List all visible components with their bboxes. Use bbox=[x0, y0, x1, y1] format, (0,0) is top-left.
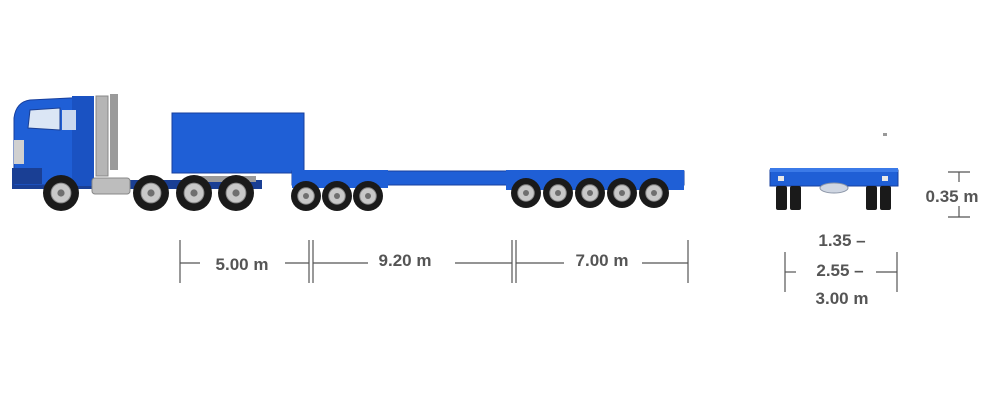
rear-wheel-right-inner bbox=[866, 186, 877, 210]
wheel-trailer-mid-3 bbox=[353, 181, 383, 211]
wheel-tractor-drive-2 bbox=[176, 175, 212, 211]
wheel-tractor-drive-3 bbox=[218, 175, 254, 211]
hub bbox=[523, 190, 529, 196]
hub bbox=[57, 189, 65, 197]
hub bbox=[365, 193, 371, 199]
rear-view: 0.35 m 1.35 – 2.55 – 3.00 m bbox=[769, 133, 979, 308]
width-label-line-3: 3.00 m bbox=[816, 289, 869, 308]
tractor-bumper bbox=[12, 168, 42, 184]
trailer-gooseneck bbox=[171, 112, 305, 174]
side-view: 5.00 m 9.20 m 7.00 m bbox=[12, 94, 689, 283]
rear-wheel-right-outer bbox=[880, 186, 891, 210]
wheel-trailer-rear-5 bbox=[639, 178, 669, 208]
width-label-line-1: 1.35 – bbox=[818, 231, 865, 250]
side-view-wheels bbox=[43, 175, 669, 211]
rear-view-marker bbox=[883, 133, 887, 136]
wheel-trailer-mid-2 bbox=[322, 181, 352, 211]
dim-label-7m: 7.00 m bbox=[576, 251, 629, 270]
rear-wheel-left-inner bbox=[790, 186, 801, 210]
rear-deck-lip bbox=[770, 168, 898, 172]
hub bbox=[587, 190, 593, 196]
wheel-trailer-mid-1 bbox=[291, 181, 321, 211]
hub bbox=[334, 193, 340, 199]
hub bbox=[555, 190, 561, 196]
tractor-door-window bbox=[62, 110, 76, 130]
wheel-tractor-drive-1 bbox=[133, 175, 169, 211]
hub bbox=[651, 190, 657, 196]
fifth-wheel bbox=[190, 176, 256, 182]
wheel-tractor-front bbox=[43, 175, 79, 211]
air-intake bbox=[110, 94, 118, 170]
rear-axle-hub bbox=[819, 182, 849, 194]
height-label: 0.35 m bbox=[926, 187, 979, 206]
tractor-cab-roof bbox=[72, 96, 94, 186]
rear-light-right bbox=[882, 176, 888, 181]
tractor-windshield bbox=[27, 107, 61, 131]
hub bbox=[147, 189, 155, 197]
wheel-trailer-rear-1 bbox=[511, 178, 541, 208]
exhaust-stack bbox=[95, 95, 109, 177]
tractor-grille bbox=[14, 140, 24, 164]
width-label-line-2: 2.55 – bbox=[816, 261, 863, 280]
rear-light-left bbox=[778, 176, 784, 181]
dim-label-5m: 5.00 m bbox=[216, 255, 269, 274]
rear-wheel-left-outer bbox=[776, 186, 787, 210]
wheel-trailer-rear-3 bbox=[575, 178, 605, 208]
rear-wheels bbox=[776, 186, 891, 210]
length-dimensions: 5.00 m 9.20 m 7.00 m bbox=[179, 240, 689, 283]
hub bbox=[232, 189, 240, 197]
fuel-tank bbox=[91, 177, 131, 195]
wheel-trailer-rear-2 bbox=[543, 178, 573, 208]
dim-label-9-2m: 9.20 m bbox=[379, 251, 432, 270]
hub bbox=[303, 193, 309, 199]
hub bbox=[619, 190, 625, 196]
wheel-trailer-rear-4 bbox=[607, 178, 637, 208]
hub bbox=[190, 189, 198, 197]
